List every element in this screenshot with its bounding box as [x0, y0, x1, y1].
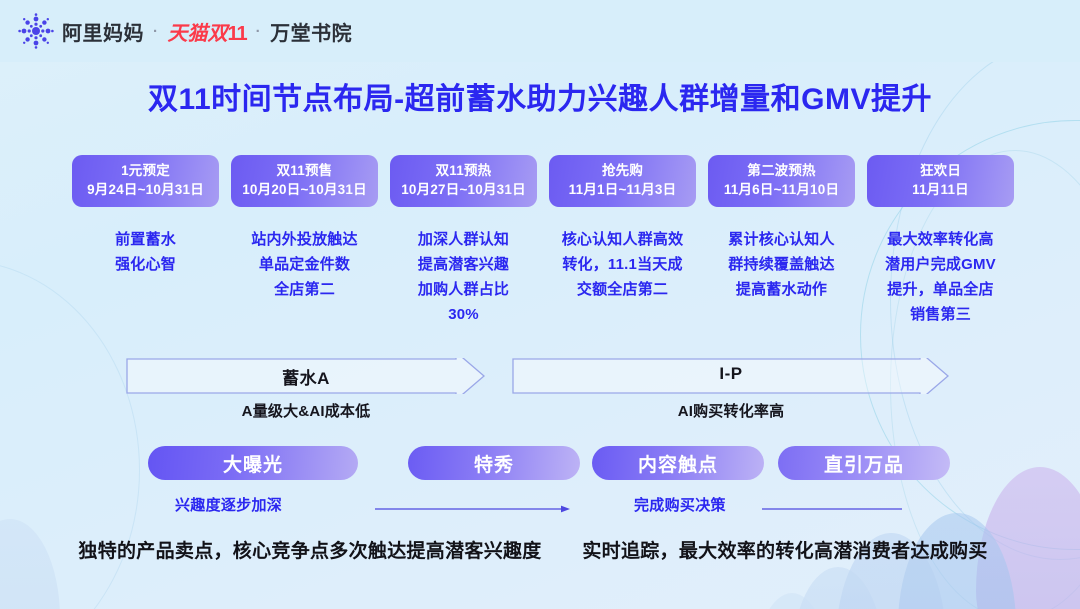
arrow-sub-2: AI购买转化率高: [677, 403, 785, 420]
stage-name: 第二波预热: [747, 163, 816, 178]
funnel-arrow-zone: 蓄水A A量级大&AI成本低 I-P AI购买转化率高: [0, 358, 1080, 428]
decorative-petal: [792, 567, 884, 609]
arrow-sub-1: A量级大&AI成本低: [241, 403, 371, 420]
progression-line-right: [762, 504, 902, 514]
stage-name: 1元预定: [121, 163, 170, 178]
stage-column: 双11预售 10月20日~10月31日 站内外投放触达单品定金件数全店第二: [231, 155, 378, 327]
stage-dates: 9月24日~10月31日: [87, 182, 204, 197]
stage-dates: 10月20日~10月31日: [242, 182, 367, 197]
header-bar: 阿里妈妈 · 天猫双11 · 万堂书院: [0, 0, 1080, 62]
stage-desc-1: 前置蓄水强化心智: [115, 231, 176, 273]
progression-row: 兴趣度逐步加深 完成购买决策: [0, 494, 1080, 520]
conclusion-left: 独特的产品卖点，核心竞争点多次触达提高潜客兴趣度: [78, 541, 542, 562]
pill-texiu[interactable]: 特秀: [408, 446, 580, 480]
progression-label-left: 兴趣度逐步加深: [175, 497, 283, 514]
stage-chip-6[interactable]: 狂欢日 11月11日: [867, 155, 1014, 207]
arrow-block-1: 蓄水A A量级大&AI成本低: [126, 358, 486, 420]
brand-lockup: 阿里妈妈 · 天猫双11 · 万堂书院: [62, 17, 352, 46]
right-arrow-shape: [126, 358, 485, 394]
stage-desc-5: 累计核心认知人群持续覆盖触达提高蓄水动作: [728, 231, 835, 298]
stage-column: 抢先购 11月1日~11月3日 核心认知人群高效转化，11.1当天成交额全店第二: [549, 155, 696, 327]
stage-row: 1元预定 9月24日~10月31日 前置蓄水强化心智 双11预售 10月20日~…: [72, 155, 1014, 327]
stage-dates: 11月1日~11月3日: [568, 182, 677, 197]
right-arrow-shape: [512, 358, 949, 394]
stage-name: 双11预售: [276, 163, 333, 178]
brand-separator-1: ·: [153, 22, 159, 40]
stage-name: 狂欢日: [919, 163, 962, 178]
alimama-burst-icon: [16, 11, 56, 51]
stage-dates: 11月6日~11月10日: [723, 182, 840, 197]
page-title: 双11时间节点布局-超前蓄水助力兴趣人群增量和GMV提升: [147, 83, 933, 116]
decorative-petal: [0, 519, 60, 609]
tmall-label: 天猫双: [167, 22, 228, 45]
academy-name: 万堂书院: [270, 22, 353, 45]
stage-dates: 11月11日: [912, 182, 969, 197]
stage-chip-3[interactable]: 双11预热 10月27日~10月31日: [390, 155, 537, 207]
stage-chip-1[interactable]: 1元预定 9月24日~10月31日: [72, 155, 219, 207]
decorative-petal: [754, 593, 830, 609]
stage-column: 1元预定 9月24日~10月31日 前置蓄水强化心智: [72, 155, 219, 327]
product-pill-row: 大曝光 特秀 内容触点 直引万品: [0, 446, 1080, 480]
stage-column: 第二波预热 11月6日~11月10日 累计核心认知人群持续覆盖触达提高蓄水动作: [708, 155, 855, 327]
arrow-block-2: I-P AI购买转化率高: [512, 358, 950, 420]
tmall-number: 11: [227, 22, 248, 45]
pill-big-exposure[interactable]: 大曝光: [148, 446, 358, 480]
stage-chip-5[interactable]: 第二波预热 11月6日~11月10日: [708, 155, 855, 207]
brand-name: 阿里妈妈: [62, 22, 144, 45]
progression-arrow-left: [375, 504, 571, 514]
tmall-double11-logo: 天猫双11: [167, 17, 248, 46]
progression-label-right: 完成购买决策: [634, 497, 726, 514]
stage-name: 双11预热: [435, 163, 492, 178]
stage-desc-4: 核心认知人群高效转化，11.1当天成交额全店第二: [561, 231, 684, 298]
stage-dates: 10月27日~10月31日: [401, 182, 526, 197]
stage-chip-4[interactable]: 抢先购 11月1日~11月3日: [549, 155, 696, 207]
stage-chip-2[interactable]: 双11预售 10月20日~10月31日: [231, 155, 378, 207]
stage-name: 抢先购: [601, 163, 644, 178]
pill-content-touch[interactable]: 内容触点: [592, 446, 764, 480]
arrow-label-1: 蓄水A: [282, 369, 330, 388]
pill-direct-items[interactable]: 直引万品: [778, 446, 950, 480]
arrow-label-2: I-P: [719, 364, 743, 383]
stage-desc-2: 站内外投放触达单品定金件数全店第二: [251, 231, 358, 298]
brand-separator-2: ·: [255, 22, 262, 40]
conclusion-right: 实时追踪，最大效率的转化高潜消费者达成购买: [582, 541, 988, 562]
